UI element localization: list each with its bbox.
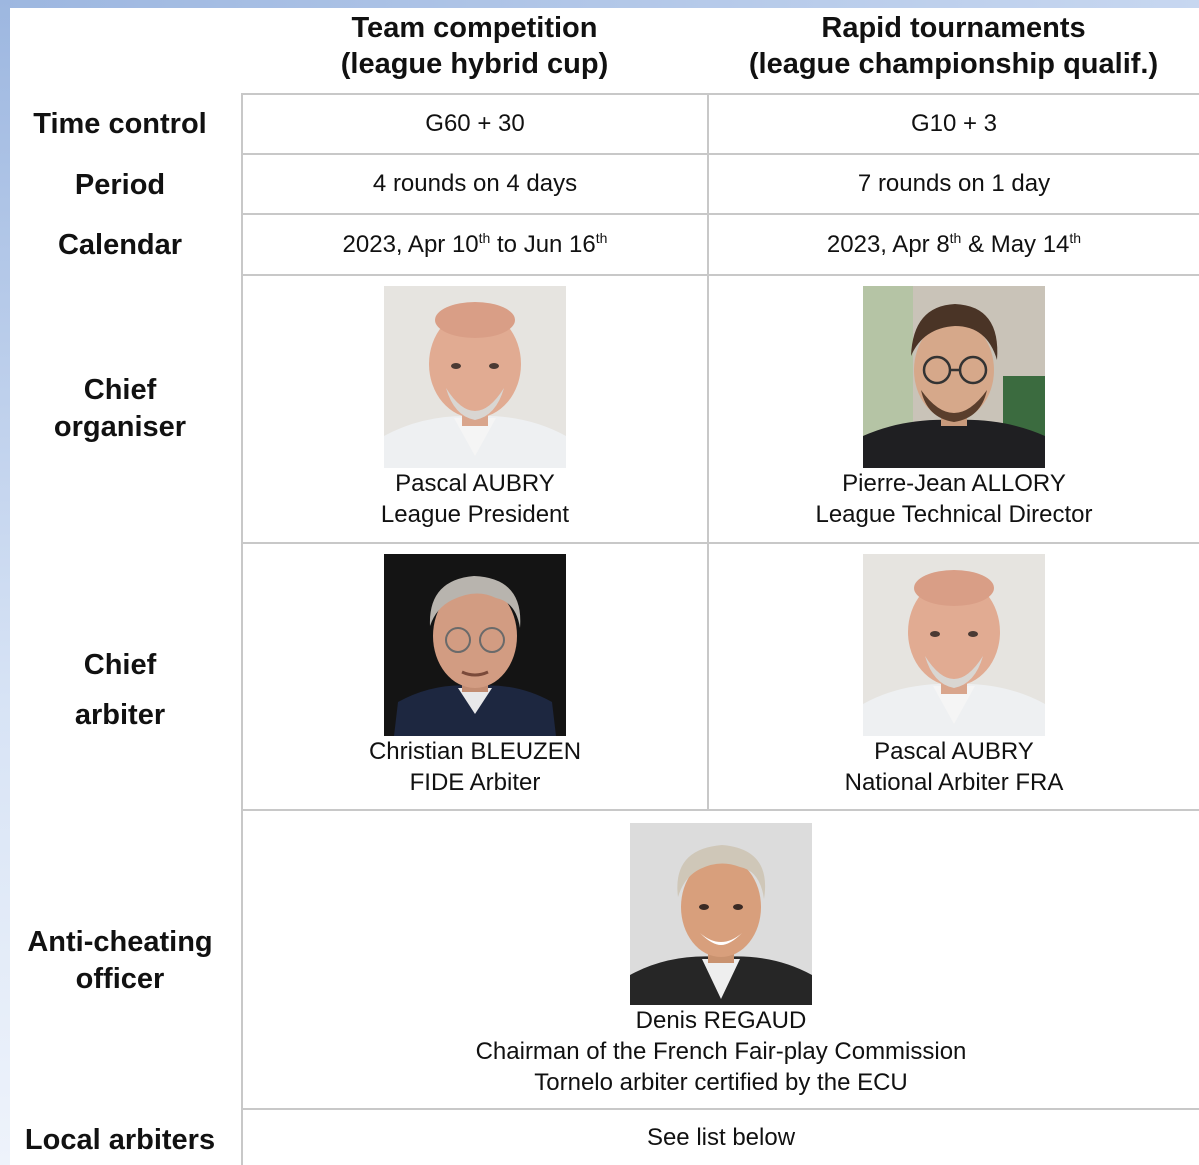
- column-header-team: Team competition (league hybrid cup): [241, 10, 708, 82]
- row-label-period: Period: [74, 169, 166, 201]
- person-role: League Technical Director: [815, 501, 1093, 528]
- grid-line: [241, 809, 1199, 811]
- cell-chief-arbiter-rapid: Pascal AUBRY National Arbiter FRA: [709, 544, 1199, 809]
- row-label-chief-organiser-line1: Chief: [83, 374, 157, 406]
- row-label-chief-organiser-line2: organiser: [53, 411, 187, 443]
- grid-line: [707, 93, 709, 809]
- calendar-rapid-start-suffix: th: [949, 229, 962, 246]
- grid-line: [241, 153, 1199, 155]
- row-label-chief-arbiter-line2: arbiter: [74, 699, 166, 731]
- row-label-chief-arbiter: Chief arbiter: [10, 640, 230, 740]
- person-name: Pascal AUBRY: [395, 470, 555, 497]
- person-name: Pierre-Jean ALLORY: [842, 470, 1066, 497]
- person-name: Denis REGAUD: [635, 1007, 807, 1034]
- calendar-rapid-end-suffix: th: [1069, 229, 1082, 246]
- calendar-rapid-end: & May 14: [961, 230, 1070, 258]
- row-label-anti-cheating-line1: Anti-cheating: [27, 926, 213, 958]
- person-photo: [384, 554, 566, 736]
- column-header-team-line2: (league hybrid cup): [340, 48, 609, 80]
- person-photo: [863, 286, 1045, 468]
- grid-line: [241, 1108, 1199, 1110]
- person-role: Chairman of the French Fair-play Commiss…: [475, 1038, 967, 1065]
- cell-period-team: 4 rounds on 4 days: [372, 170, 578, 197]
- grid-line: [241, 93, 243, 1165]
- column-header-team-line1: Team competition: [351, 12, 598, 44]
- cell-chief-organiser-rapid: Pierre-Jean ALLORY League Technical Dire…: [709, 276, 1199, 542]
- person-role: National Arbiter FRA: [844, 769, 1064, 796]
- person-role: FIDE Arbiter: [409, 769, 541, 796]
- column-header-rapid: Rapid tournaments (league championship q…: [708, 10, 1199, 82]
- person-role: League President: [380, 501, 570, 528]
- calendar-rapid-start: 2023, Apr 8: [826, 230, 950, 258]
- grid-line: [241, 542, 1199, 544]
- row-label-calendar: Calendar: [57, 229, 183, 261]
- cell-chief-organiser-team: Pascal AUBRY League President: [243, 276, 707, 542]
- calendar-team-end: to Jun 16: [490, 230, 596, 258]
- grid-line: [241, 93, 1199, 95]
- row-label-anti-cheating-line2: officer: [75, 963, 165, 995]
- person-photo: [863, 554, 1045, 736]
- cell-calendar-team: 2023, Apr 10th to Jun 16th: [243, 215, 707, 274]
- calendar-team-start-suffix: th: [478, 229, 491, 246]
- calendar-team-start: 2023, Apr 10: [342, 230, 479, 258]
- column-header-rapid-line2: (league championship qualif.): [748, 48, 1159, 80]
- person-certification: Tornelo arbiter certified by the ECU: [534, 1069, 908, 1096]
- row-label-chief-organiser: Chief organiser: [10, 372, 230, 446]
- person-name: Pascal AUBRY: [874, 738, 1034, 765]
- grid-line: [241, 213, 1199, 215]
- frame-left-border: [0, 0, 10, 1165]
- person-photo: [630, 823, 812, 1005]
- cell-anti-cheating: Denis REGAUD Chairman of the French Fair…: [243, 811, 1199, 1108]
- table-grid: G60 + 30 G10 + 3 4 rounds on 4 days 7 ro…: [241, 93, 1199, 1165]
- organisation-table: Team competition (league hybrid cup) Rap…: [10, 8, 1199, 1165]
- grid-line: [241, 274, 1199, 276]
- cell-calendar-rapid: 2023, Apr 8th & May 14th: [709, 215, 1199, 274]
- row-label-anti-cheating: Anti-cheating officer: [10, 924, 230, 998]
- person-photo: [384, 286, 566, 468]
- cell-time-control-team: G60 + 30: [425, 110, 525, 137]
- row-label-chief-arbiter-line1: Chief: [83, 649, 157, 681]
- cell-period-rapid: 7 rounds on 1 day: [857, 170, 1051, 197]
- cell-local-arbiters: See list below: [646, 1123, 796, 1151]
- row-label-local-arbiters: Local arbiters: [24, 1124, 216, 1156]
- column-header-rapid-line1: Rapid tournaments: [821, 12, 1086, 44]
- cell-chief-arbiter-team: Christian BLEUZEN FIDE Arbiter: [243, 544, 707, 809]
- calendar-team-end-suffix: th: [595, 229, 608, 246]
- frame-top-border: [0, 0, 1199, 8]
- person-name: Christian BLEUZEN: [368, 738, 582, 765]
- row-label-time-control: Time control: [33, 108, 207, 140]
- cell-time-control-rapid: G10 + 3: [910, 110, 998, 137]
